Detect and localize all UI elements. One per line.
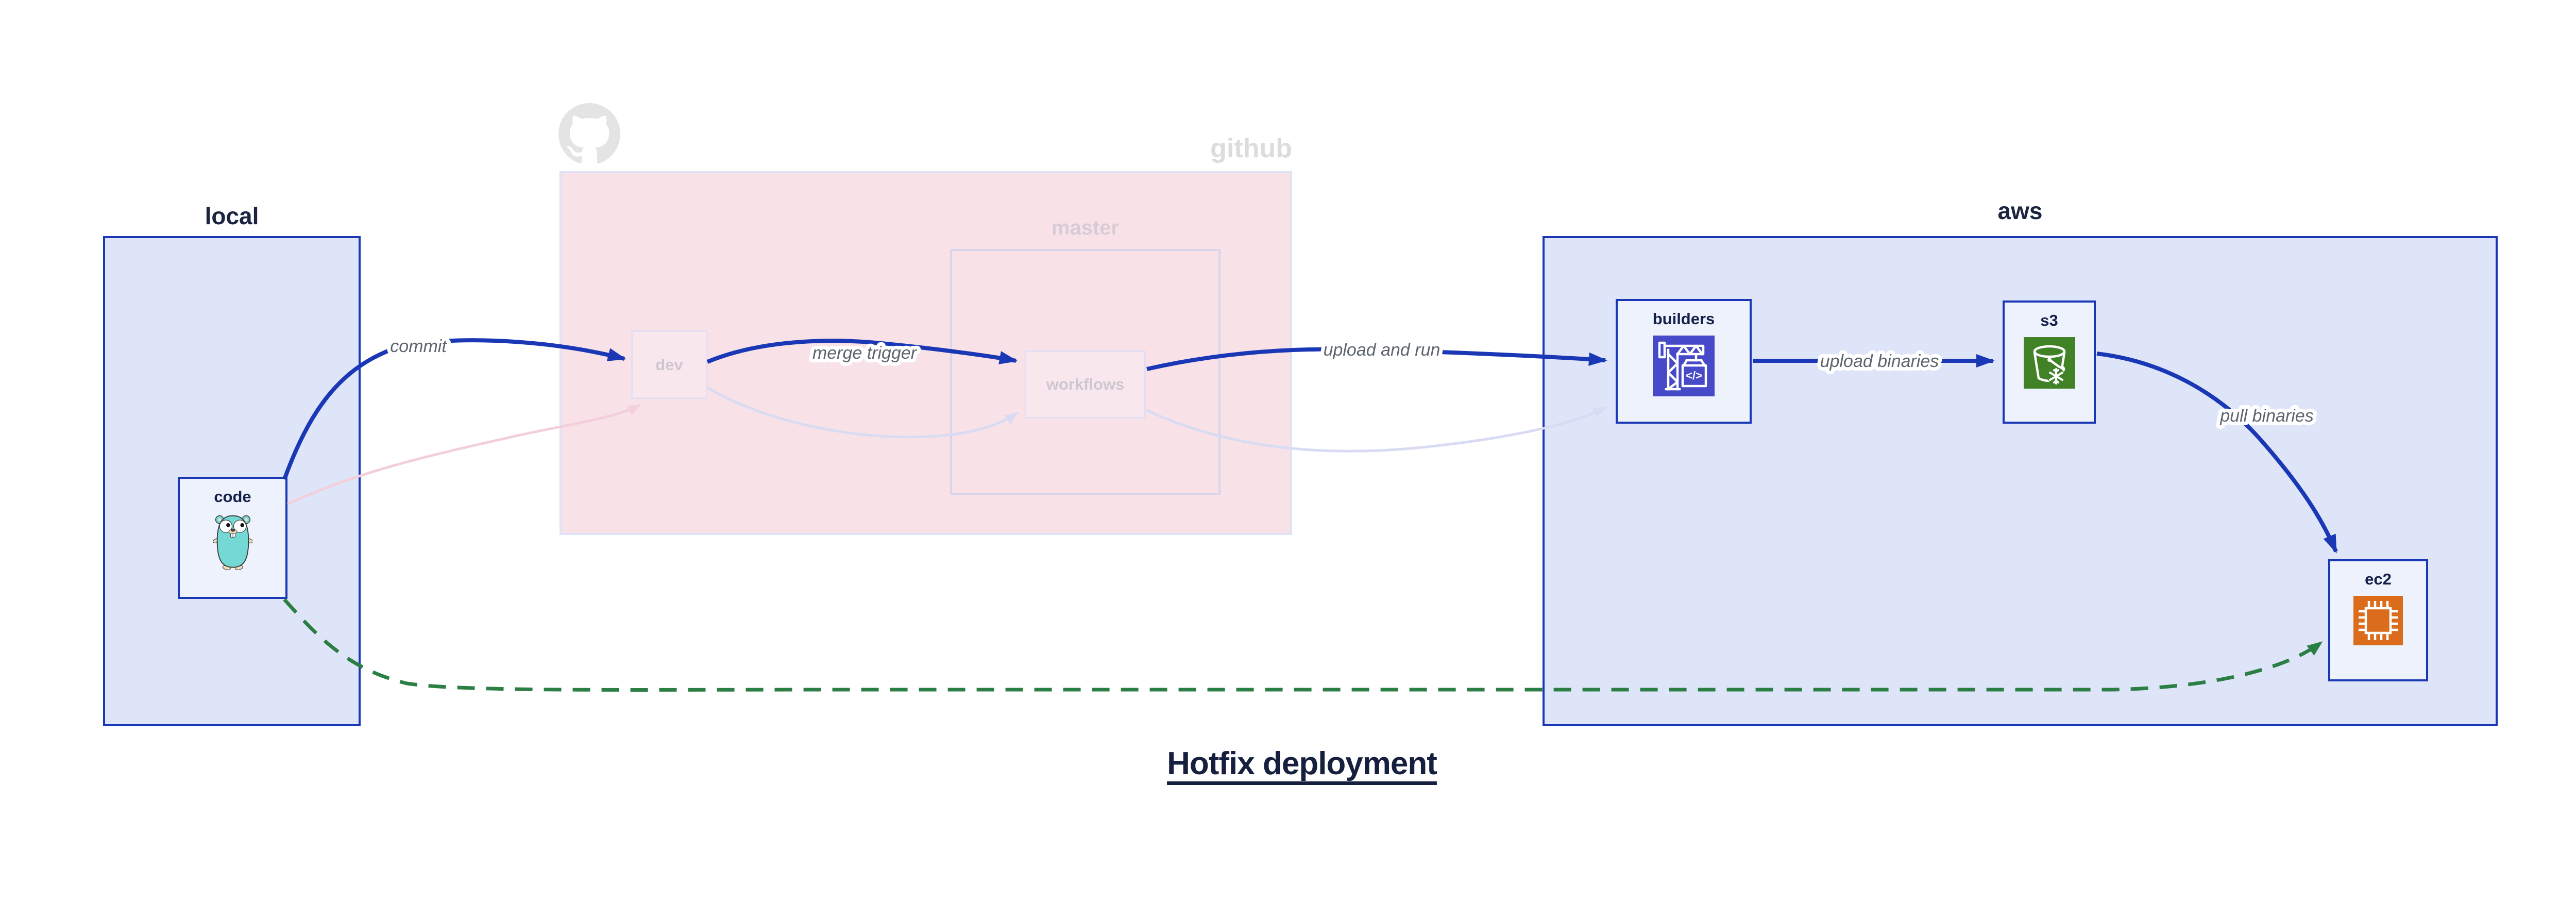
node-dev-label: dev (655, 355, 683, 374)
diagram-title: Hotfix deployment (0, 745, 2576, 782)
edge-commit (282, 338, 626, 480)
local-container-label: local (205, 203, 259, 229)
edge-workflows-builders-faded (1146, 406, 1607, 453)
master-branch-label: master (1051, 216, 1120, 239)
github-container-label: github (1210, 133, 1292, 163)
node-builders: builders </> (1616, 299, 1752, 424)
edge-commit-faded (286, 404, 641, 506)
node-dev: dev (631, 330, 707, 399)
edge-hotfix-direct (283, 598, 2323, 692)
node-s3-label: s3 (2040, 311, 2058, 329)
edge-label-upload-and-run: upload and run (1324, 340, 1440, 360)
edge-dev-workflows-faded (706, 386, 1019, 439)
svg-text:</>: </> (1686, 369, 1702, 382)
edge-label-commit: commit (390, 337, 447, 356)
edge-label-upload-binaries: upload binaries (1820, 352, 1939, 371)
node-builders-label: builders (1652, 310, 1715, 328)
node-ec2: ec2 (2328, 559, 2428, 681)
aws-codebuild-crane-icon: </> (1653, 336, 1715, 397)
edge-label-merge-trigger: merge trigger (812, 343, 918, 363)
master-branch-box (950, 249, 1221, 495)
node-code: code (178, 477, 287, 599)
edge-pull-binaries (2096, 352, 2338, 554)
edge-label-pull-binaries: pull binaries (2219, 406, 2313, 426)
node-workflows-label: workflows (1046, 375, 1125, 394)
aws-ec2-chip-icon (2353, 596, 2403, 646)
edge-merge-trigger (706, 339, 1018, 364)
go-gopher-icon (213, 515, 252, 571)
node-code-label: code (214, 488, 251, 506)
github-octocat-icon (558, 103, 620, 165)
aws-container-label: aws (1997, 197, 2043, 224)
edge-upload-and-run (1146, 347, 1607, 371)
node-workflows: workflows (1025, 350, 1146, 419)
diagram-title-text: Hotfix deployment (1167, 746, 1437, 781)
node-s3: s3 (2003, 300, 2096, 424)
aws-s3-glacier-bucket-icon (2023, 337, 2075, 389)
node-ec2-label: ec2 (2365, 570, 2392, 588)
